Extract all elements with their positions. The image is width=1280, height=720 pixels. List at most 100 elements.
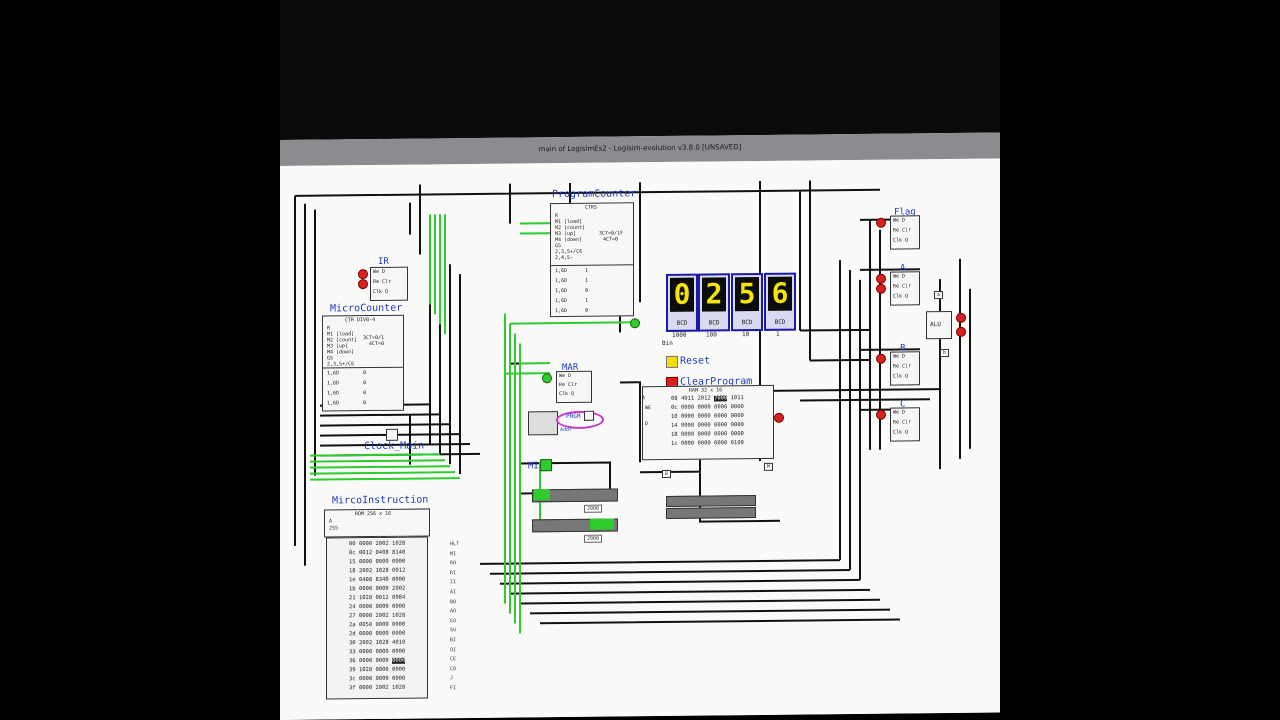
reg-c-port-d: D xyxy=(902,409,906,416)
reset-label: Reset xyxy=(680,355,711,367)
ram-output-pin[interactable] xyxy=(774,412,784,423)
mar-port-re: Re xyxy=(559,382,566,389)
control-signal-list: HLT MI RO RI II AI BO AO EO SU BI OI CE … xyxy=(450,540,459,694)
ram-mux-m: M xyxy=(764,462,774,471)
signal-ri: RI xyxy=(450,569,457,577)
pc-output-zero: 4CT=0 xyxy=(603,236,619,243)
ir-port-q: Q xyxy=(385,288,389,295)
flag-port-clr: Clr xyxy=(902,227,912,234)
reg-b-we-pin[interactable] xyxy=(876,353,886,364)
alu-block[interactable]: ALU xyxy=(926,310,952,340)
flag-we-pin[interactable] xyxy=(876,217,886,228)
mi-toggle[interactable] xyxy=(540,459,552,472)
micro-counter[interactable]: CTR DIV0-4 R M1 [load] M2 [count] M3 [up… xyxy=(322,314,404,370)
ram-data-bus-1 xyxy=(666,495,756,507)
ir-port-clr: Clr xyxy=(382,278,392,285)
mc-bit-0: 1,6D xyxy=(327,370,340,377)
pc-bit-1: 1,6D xyxy=(555,277,568,285)
rom-row: 3f 0000 2002 1028 xyxy=(349,684,406,692)
rom-type: ROM 256 x 16 xyxy=(355,510,392,518)
signal-bi: BI xyxy=(450,637,457,644)
pc-bit-4: 1,6D xyxy=(555,307,568,315)
ir-port-clk: Clk xyxy=(373,288,383,296)
prgm-dip-switch[interactable] xyxy=(528,411,558,436)
ir-port-we: We xyxy=(373,268,380,276)
signal-oi: OI xyxy=(450,646,457,653)
reg-c-port-we: We xyxy=(893,409,900,416)
flag-port-re: Re xyxy=(893,227,900,234)
mc-bit-3-value: 0 xyxy=(363,400,367,407)
reg-a-re-pin[interactable] xyxy=(876,283,886,294)
mc-bit-0-value: 0 xyxy=(363,370,367,377)
reg-a-we-pin[interactable] xyxy=(876,273,886,284)
mc-type: CTR DIV0-4 xyxy=(345,317,376,324)
ir-label: IR xyxy=(378,256,389,267)
reg-c-port-re: Re xyxy=(893,419,900,426)
rom-addr-max: 255 xyxy=(329,525,339,532)
signal-ai: AI xyxy=(450,589,457,596)
reg-c-we-pin[interactable] xyxy=(876,409,886,420)
pc-output-pin[interactable] xyxy=(630,318,640,329)
logisim-window: main of LogisimEs2 - Logisim-evolution v… xyxy=(280,132,1000,720)
reg-c-port-clr: Clr xyxy=(902,419,912,426)
pc-bit-4-value: 0 xyxy=(585,307,589,314)
mar-port-clk: Clk xyxy=(559,390,569,398)
clock-component[interactable] xyxy=(386,428,398,441)
bus-indicator-top-active xyxy=(534,489,550,501)
pc-bit-3-value: 1 xyxy=(585,297,589,304)
bus-hex-top: 2000 xyxy=(584,504,603,513)
signal-eo: EO xyxy=(450,617,457,624)
alu-out-pin-1[interactable] xyxy=(956,312,966,323)
reg-b-port-clk: Clk xyxy=(893,373,903,380)
signal-mi: MI xyxy=(450,550,457,557)
pc-bit-0: 1,6D xyxy=(555,267,568,275)
flag-port-we: We xyxy=(893,217,900,224)
ram-port-we: WE xyxy=(645,405,652,412)
ir-register[interactable]: We D Re Clr Clk Q xyxy=(370,266,408,302)
signal-fi: FI xyxy=(450,685,457,692)
alu-input-a: a xyxy=(934,291,944,300)
clock-label: Clock_Main xyxy=(364,440,425,453)
reg-c-register[interactable]: We D Re Clr Clk Q xyxy=(890,407,920,442)
pc-bit-3: 1,6D xyxy=(555,297,568,305)
reset-button[interactable] xyxy=(666,355,678,368)
program-counter[interactable]: CTR5 R M1 [load] M2 [count] M3 [up] M4 [… xyxy=(550,202,634,268)
reg-a-register[interactable]: We D Re Clr Clk Q xyxy=(890,271,920,306)
bcd-tag: BCD xyxy=(774,318,786,326)
mar-we-pin[interactable] xyxy=(542,373,552,384)
monitor-bezel xyxy=(280,0,1000,150)
micro-instruction-rom[interactable]: 00 0000 2002 1028 0c 0012 0408 8140 15 0… xyxy=(326,536,428,700)
pc-port-dec: 2,4,5- xyxy=(555,254,574,262)
reg-b-register[interactable]: We D Re Clr Clk Q xyxy=(890,351,920,386)
micro-instruction-label: MircoInstruction xyxy=(332,494,429,507)
signal-bo: BO xyxy=(450,598,457,605)
mar-register[interactable]: We D Re Clr Clk Q xyxy=(556,370,592,404)
pc-bit-0-value: 1 xyxy=(585,267,589,274)
reg-b-port-clr: Clr xyxy=(902,363,912,370)
signal-ii: II xyxy=(450,579,457,586)
alu-out-pin-2[interactable] xyxy=(956,326,966,337)
reg-a-port-clr: Clr xyxy=(902,283,912,290)
mar-port-q: Q xyxy=(571,390,575,397)
ram-data-bus-2 xyxy=(666,507,756,519)
pc-type: CTR5 xyxy=(585,204,598,211)
ir-we-pin[interactable] xyxy=(358,269,368,280)
mar-port-d: D xyxy=(568,372,572,379)
micro-counter-bits: 1,6D 0 1,6D 0 1,6D 0 1,6D 0 xyxy=(322,366,404,412)
ram-block[interactable]: RAM 32 x 16 A WE D 08 4011 2012 7000 101… xyxy=(642,384,774,461)
mc-bit-2-value: 0 xyxy=(363,390,367,397)
mc-bit-2: 1,6D xyxy=(327,390,340,397)
flag-port-clk: Clk xyxy=(893,237,903,244)
ir-port-d: D xyxy=(382,268,386,275)
flag-register[interactable]: We D Re Clr Clk Q xyxy=(890,215,920,250)
ir-re-pin[interactable] xyxy=(358,279,368,290)
micro-counter-label: MicroCounter xyxy=(330,302,403,315)
reg-c-port-clk: Clk xyxy=(893,429,903,436)
bcd-digit-thousands-value: 0 xyxy=(670,277,694,312)
prgm-button[interactable] xyxy=(584,410,594,421)
program-counter-bits: 1,6D 1 1,6D 1 1,6D 0 1,6D 1 1,6D 0 xyxy=(550,264,634,318)
mc-bit-1-value: 0 xyxy=(363,380,367,387)
circuit-canvas[interactable]: IR We D Re Clr Clk Q ProgramCounter CTR5… xyxy=(280,158,1000,720)
